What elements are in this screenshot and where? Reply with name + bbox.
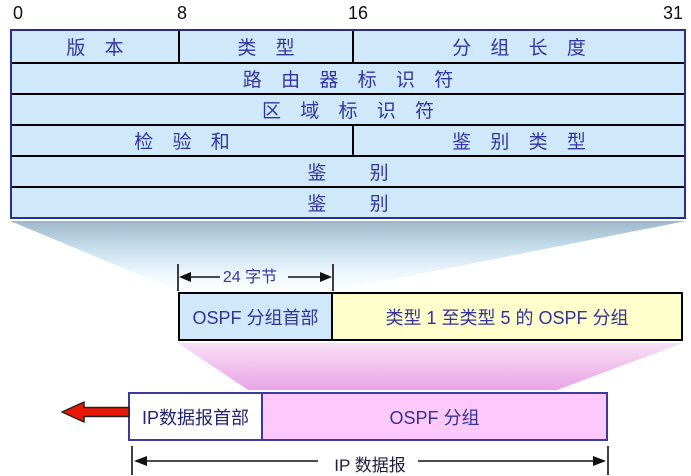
arrowhead-right-icon [593, 456, 606, 466]
transmit-direction-arrow [61, 401, 130, 423]
table-row-4: 检 验 和 鉴 别 类 型 [12, 124, 684, 155]
field-auth-type: 鉴 别 类 型 [352, 126, 684, 155]
table-row-2: 路 由 器 标 识 符 [12, 62, 684, 93]
field-authentication-1: 鉴 别 [307, 163, 389, 184]
bit-label-0: 0 [13, 3, 24, 23]
header-expansion-funnel [10, 221, 686, 291]
arrowhead-right-icon [320, 272, 332, 282]
bit-label-8: 8 [177, 3, 188, 23]
ospf-header-table: 版 本 类 型 分 组 长 度 路 由 器 标 识 符 区 域 标 识 符 检 … [10, 29, 686, 219]
bit-label-16: 16 [348, 3, 369, 23]
table-row-5: 鉴 别 [12, 155, 684, 186]
field-authentication-2: 鉴 别 [307, 194, 389, 215]
ospf-body-box: 类型 1 至类型 5 的 OSPF 分组 [333, 294, 681, 339]
ospf-packet-bar: OSPF 分组首部 类型 1 至类型 5 的 OSPF 分组 [178, 292, 683, 341]
ip-header-box: IP数据报首部 [130, 394, 263, 439]
field-checksum: 检 验 和 [134, 132, 230, 153]
ospf-header-box: OSPF 分组首部 [180, 294, 333, 339]
packet-expansion-funnel [178, 343, 683, 390]
table-row-3: 区 域 标 识 符 [12, 93, 684, 124]
arrowhead-left-icon [134, 456, 147, 466]
ip-datagram-bar: IP数据报首部 OSPF 分组 [128, 392, 608, 441]
table-row-6: 鉴 别 [12, 186, 684, 217]
table-row-1: 版 本 类 型 分 组 长 度 [12, 31, 684, 62]
field-type: 类 型 [178, 31, 352, 62]
ip-datagram-measure-label: IP 数据报 [334, 456, 406, 475]
arrowhead-left-icon [179, 272, 191, 282]
field-router-id: 路 由 器 标 识 符 [242, 70, 454, 91]
byte-measure-arrows [177, 264, 334, 291]
bit-label-31: 31 [663, 3, 684, 23]
field-area-id: 区 域 标 识 符 [261, 101, 435, 122]
ospf-payload-box: OSPF 分组 [263, 394, 606, 439]
field-version: 版 本 [66, 38, 124, 59]
byte-measure-label: 24 字节 [222, 269, 278, 286]
red-left-arrow-icon [61, 401, 130, 423]
field-packet-length: 分 组 长 度 [352, 31, 684, 62]
ip-datagram-measure-arrows [131, 446, 609, 475]
